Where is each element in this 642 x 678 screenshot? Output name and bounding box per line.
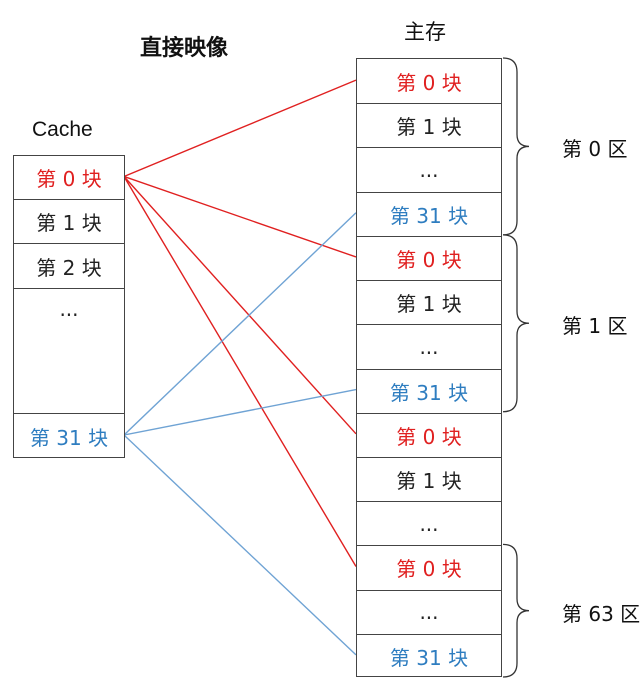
- memory-table: 第 0 块第 1 块...第 31 块第 0 块第 1 块...第 31 块第 …: [356, 58, 502, 677]
- zone-label: 第 63 区: [562, 601, 641, 626]
- memory-block: 第 1 块: [357, 280, 501, 324]
- zone-label: 第 1 区: [562, 314, 628, 339]
- memory-block: 第 1 块: [357, 456, 501, 501]
- mapping-line: [123, 79, 357, 178]
- zone-brace: [502, 234, 530, 413]
- memory-block: ...: [357, 501, 501, 545]
- mapping-line: [123, 388, 357, 436]
- diagram-title: 直接映像: [140, 36, 229, 61]
- memory-block: 第 0 块: [396, 70, 462, 95]
- memory-block: ...: [357, 324, 501, 368]
- memory-block: 第 31 块: [357, 633, 501, 678]
- memory-block: ...: [357, 589, 501, 634]
- mapping-line: [123, 176, 357, 567]
- memory-block: 第 0 块: [357, 545, 501, 589]
- memory-block: 第 0 块: [357, 235, 501, 280]
- memory-block: 第 31 块: [357, 191, 501, 236]
- mapping-line: [123, 212, 357, 436]
- memory-block: ...: [357, 147, 501, 191]
- cache-block: 第 0 块: [36, 167, 102, 191]
- mapping-line: [123, 176, 357, 435]
- cache-block: 第 31 块: [14, 413, 124, 459]
- memory-label: 主存: [404, 20, 446, 44]
- cache-block: 第 1 块: [14, 199, 124, 243]
- cache-block: 第 2 块: [14, 243, 124, 288]
- memory-block: 第 1 块: [357, 103, 501, 147]
- memory-block: 第 31 块: [357, 368, 501, 413]
- cache-table: 第 0 块第 1 块第 2 块...第 31 块: [13, 155, 125, 458]
- mapping-line: [123, 434, 357, 656]
- memory-block: 第 0 块: [357, 412, 501, 457]
- zone-brace: [502, 57, 530, 236]
- cache-label: Cache: [32, 118, 93, 141]
- zone-brace: [502, 543, 530, 678]
- mapping-line: [123, 175, 357, 258]
- cache-block: ...: [14, 288, 124, 413]
- zone-label: 第 0 区: [562, 137, 628, 162]
